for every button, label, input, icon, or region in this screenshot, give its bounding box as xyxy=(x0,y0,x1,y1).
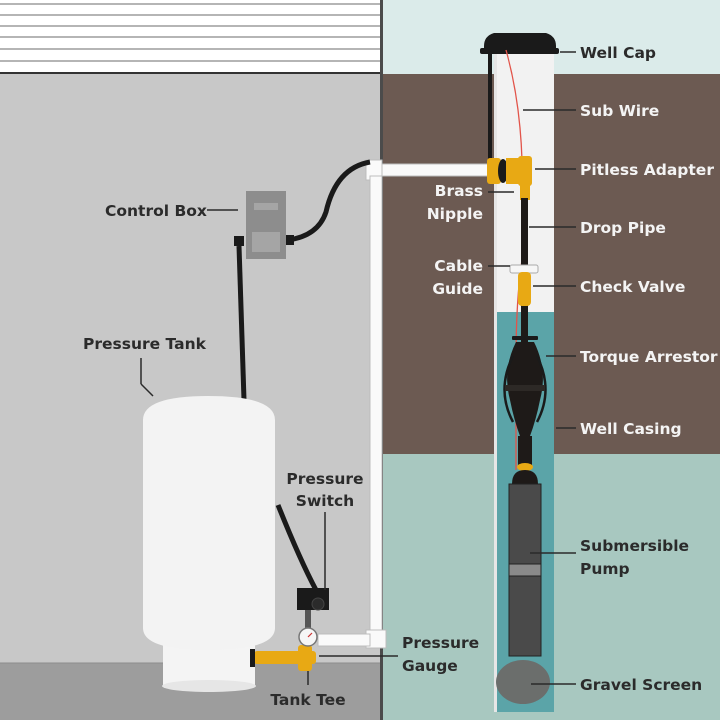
torque-arrestor xyxy=(503,336,547,466)
label-check-valve: Check Valve xyxy=(580,278,685,296)
house-siding xyxy=(0,0,382,74)
label-submersible-pump-line1: Submersible xyxy=(580,537,689,555)
label-pressure-gauge-line1: Pressure xyxy=(402,634,479,652)
tank-tee xyxy=(250,645,316,671)
check-valve xyxy=(518,272,531,306)
label-submersible-pump-line2: Pump xyxy=(580,560,630,578)
label-cable-guide-line1: Cable xyxy=(434,257,483,275)
control-box-to-well-wire xyxy=(287,159,371,243)
label-pressure-gauge-line2: Gauge xyxy=(402,657,458,675)
label-torque-arrestor: Torque Arrestor xyxy=(580,348,718,366)
control-box xyxy=(246,191,286,259)
leader-lines xyxy=(140,51,576,685)
pressure-switch-wire xyxy=(275,504,319,592)
label-pressure-switch-line2: Switch xyxy=(296,492,354,510)
label-tank-tee: Tank Tee xyxy=(270,691,345,709)
label-gravel-screen: Gravel Screen xyxy=(580,676,702,694)
well-cap xyxy=(480,33,559,54)
label-pitless-adapter: Pitless Adapter xyxy=(580,161,714,179)
pitless-adapter xyxy=(487,156,532,200)
pvc-water-line xyxy=(317,159,493,649)
pressure-tank xyxy=(143,396,275,692)
label-brass-nipple-line2: Nipple xyxy=(427,205,483,223)
gravel-screen xyxy=(496,660,550,704)
label-pressure-switch-line1: Pressure xyxy=(286,470,363,488)
cable-guide xyxy=(509,264,539,274)
pump-coupling xyxy=(517,463,533,471)
submersible-pump xyxy=(508,470,542,657)
label-pressure-tank: Pressure Tank xyxy=(83,335,207,353)
pressure-gauge xyxy=(298,627,318,647)
control-box-to-tank-wire xyxy=(236,245,247,401)
label-brass-nipple-line1: Brass xyxy=(435,182,483,200)
label-sub-wire: Sub Wire xyxy=(580,102,659,120)
label-cable-guide-line2: Guide xyxy=(432,280,483,298)
label-well-cap: Well Cap xyxy=(580,44,656,62)
label-well-casing: Well Casing xyxy=(580,420,682,438)
pressure-switch xyxy=(297,588,329,628)
label-drop-pipe: Drop Pipe xyxy=(580,219,666,237)
label-control-box: Control Box xyxy=(105,202,207,220)
